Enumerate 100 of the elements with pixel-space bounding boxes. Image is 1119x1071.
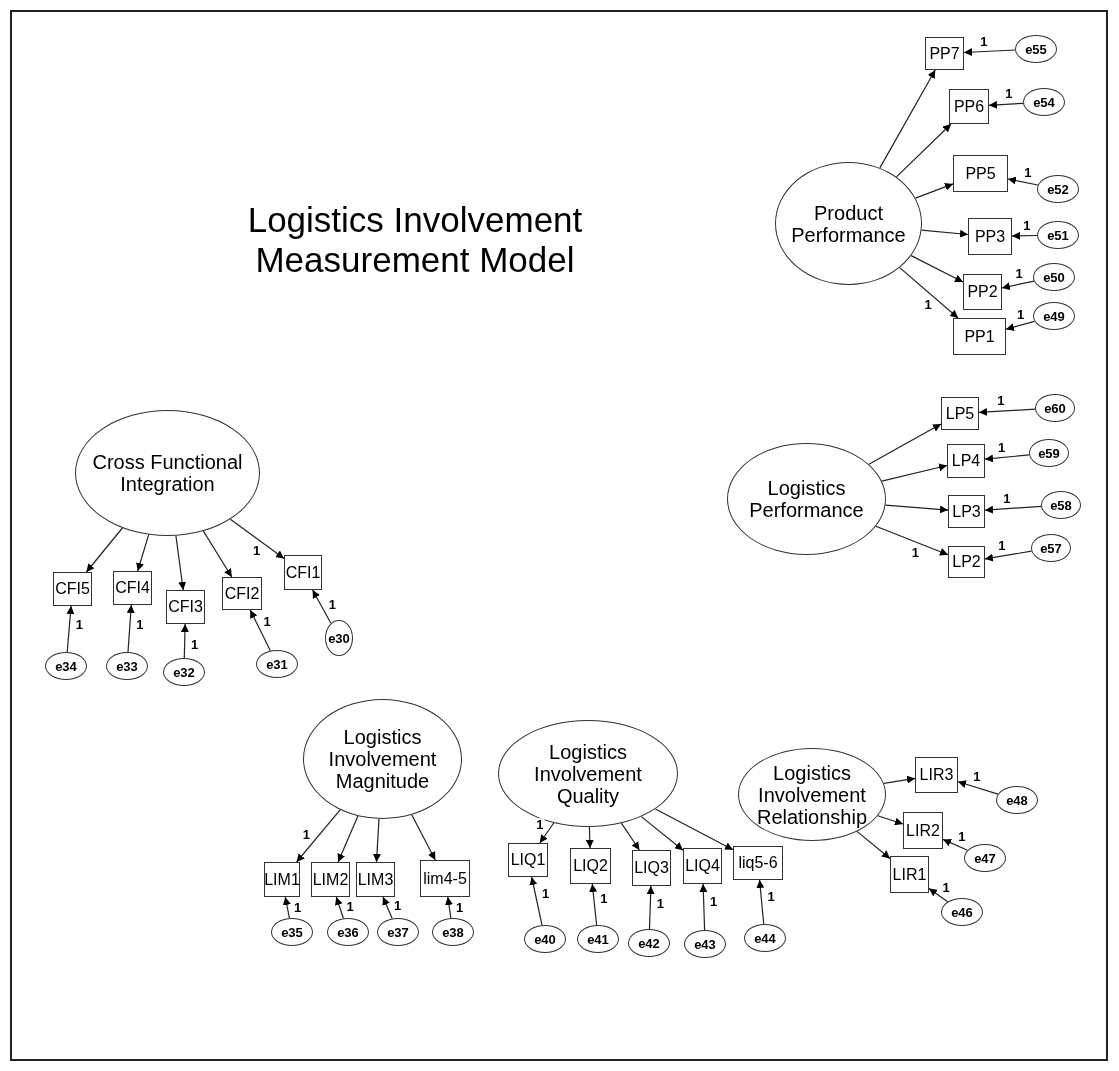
error-term-ellipse: [1037, 175, 1079, 203]
arrow: [411, 814, 436, 861]
error-label: e42: [638, 935, 660, 951]
indicator-label: LIQ4: [685, 857, 720, 875]
error-label: e57: [1040, 540, 1062, 556]
indicator-label: PP3: [974, 227, 1006, 246]
edge-label: 1: [190, 637, 200, 652]
error-label: e34: [55, 658, 77, 674]
arrow: [620, 822, 640, 851]
arrow: [654, 808, 734, 851]
arrow: [881, 463, 948, 482]
observed-variable-box: [53, 572, 92, 606]
edge-label: 1: [262, 615, 272, 629]
indicator-label: LP5: [945, 404, 975, 423]
arrow: [202, 530, 233, 578]
error-term-ellipse: [432, 918, 474, 946]
edge-label: 1: [301, 827, 311, 842]
indicator-label: PP6: [953, 97, 985, 116]
indicator-label: liq5-6: [738, 854, 778, 872]
arrow: [1001, 280, 1035, 291]
arrow: [312, 589, 332, 624]
observed-variable-box: [953, 318, 1006, 355]
error-label: e41: [587, 931, 609, 947]
error-term-ellipse: [327, 918, 369, 946]
error-term-ellipse: [45, 652, 87, 680]
edge-label: 1: [766, 889, 776, 904]
observed-variable-box: [632, 850, 671, 886]
error-term-ellipse: [577, 925, 619, 953]
arrow: [445, 896, 453, 919]
indicator-label: LIM3: [357, 870, 394, 889]
edge-label: 1: [327, 598, 337, 612]
error-label: e54: [1033, 94, 1055, 110]
arrow: [699, 883, 708, 931]
error-term-ellipse: [256, 650, 298, 678]
arrow: [126, 604, 135, 653]
observed-variable-box: [420, 860, 470, 897]
arrow: [928, 887, 949, 903]
indicator-label: LIQ2: [573, 857, 608, 875]
indicator-label: CFI3: [168, 598, 203, 616]
indicator-label: CFI5: [55, 580, 90, 598]
indicator-label: LIQ3: [634, 859, 669, 877]
observed-variable-box: [968, 218, 1012, 255]
indicator-label: CFI1: [285, 563, 321, 582]
indicator-label: PP7: [929, 44, 960, 63]
arrow: [529, 876, 543, 926]
arrow: [942, 838, 969, 851]
observed-variable-box: [949, 89, 989, 124]
edge-label: 1: [709, 895, 719, 909]
edge-label: 1: [979, 34, 989, 49]
edge-label: 1: [997, 539, 1007, 553]
error-label: e46: [951, 904, 973, 920]
arrow: [883, 775, 916, 784]
edge-label: 1: [996, 394, 1006, 408]
error-term-ellipse: [1029, 439, 1069, 467]
error-term-ellipse: [325, 620, 353, 656]
error-label: e38: [442, 924, 464, 940]
observed-variable-box: [222, 577, 262, 610]
error-term-ellipse: [684, 930, 726, 958]
arrow: [136, 534, 150, 572]
error-term-ellipse: [163, 658, 205, 686]
arrow: [978, 407, 1036, 416]
edge-label: 1: [972, 770, 982, 784]
error-label: e36: [337, 924, 359, 940]
indicator-label: LP2: [952, 553, 981, 571]
edge-label: 1: [997, 440, 1007, 455]
arrow: [640, 816, 684, 851]
error-term-ellipse: [1015, 35, 1057, 63]
arrow: [868, 423, 942, 465]
observed-variable-box: [733, 846, 783, 880]
arrow: [229, 518, 285, 560]
error-label: e60: [1044, 400, 1066, 416]
factor-label: Logistics Involvement Quality: [533, 740, 643, 807]
arrow: [382, 896, 393, 920]
arrow: [589, 883, 598, 926]
indicator-label: PP1: [964, 327, 995, 346]
error-term-ellipse: [524, 925, 566, 953]
arrow: [856, 830, 891, 860]
edge-label: 1: [345, 899, 355, 914]
edge-label: 1: [910, 545, 921, 560]
edge-label: 1: [540, 887, 551, 901]
arrow: [988, 100, 1024, 109]
arrow: [646, 885, 655, 930]
indicator-label: CFI4: [115, 579, 150, 597]
indicator-label: LIQ1: [510, 851, 546, 869]
arrow: [372, 818, 381, 863]
error-term-ellipse: [377, 918, 419, 946]
arrow: [66, 605, 75, 653]
error-label: e59: [1038, 445, 1060, 461]
error-term-ellipse: [996, 786, 1038, 814]
error-term-ellipse: [628, 929, 670, 957]
error-term-ellipse: [1037, 221, 1079, 249]
arrow: [957, 780, 999, 795]
edge-label: 1: [252, 544, 262, 558]
factor-label: Cross Functional Integration: [91, 451, 244, 495]
observed-variable-box: [953, 155, 1008, 192]
error-label: e40: [534, 931, 556, 947]
observed-variable-box: [947, 444, 985, 478]
observed-variable-box: [508, 843, 548, 877]
arrow: [899, 267, 959, 319]
indicator-label: LP3: [952, 502, 981, 521]
